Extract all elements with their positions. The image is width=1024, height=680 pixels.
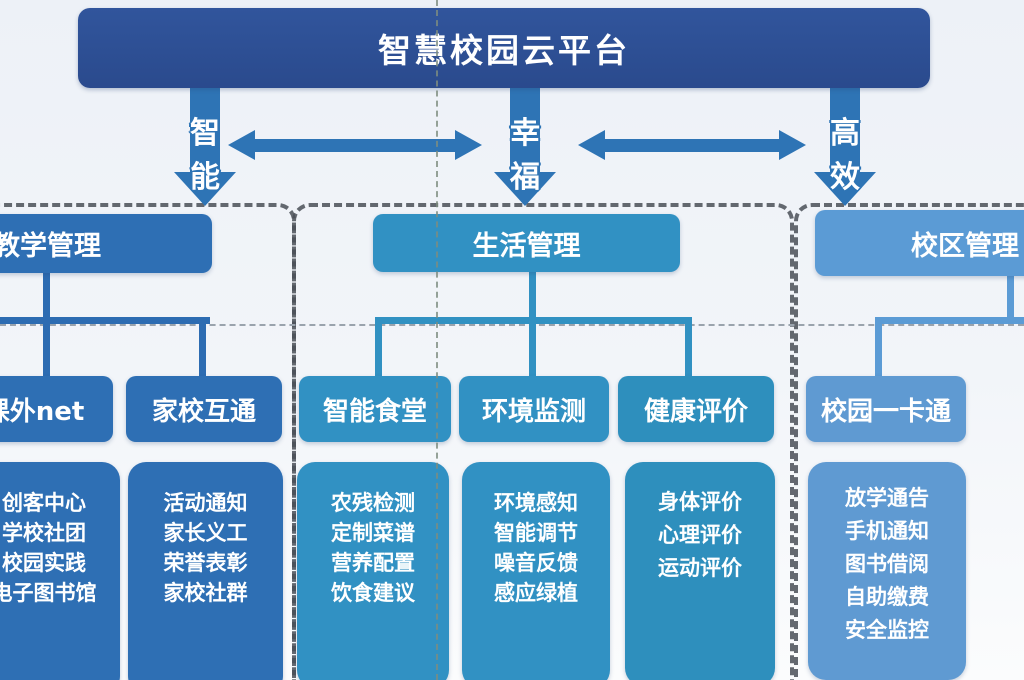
sub-box-campus-card: 校园一卡通 [806,376,966,442]
list-item: 智能调节 [494,521,578,545]
list-item: 荣誉表彰 [163,551,248,575]
list-item: 图书借阅 [845,552,929,576]
column-header-teaching: 教学管理 [0,214,212,273]
connector-line [685,317,692,378]
connector-line [199,317,206,378]
horizontal-guide-line [0,324,1024,326]
double-arrow-icon [604,139,780,152]
down-arrow-icon [174,172,236,206]
column-header-label: 生活管理 [472,230,581,262]
sub-box-kewai-net: 课外net [0,376,113,442]
column-header-label: 教学管理 [0,231,101,262]
detail-list-maker: 创客中心 学校社团 校园实践 电子图书馆 [0,462,120,680]
down-arrow-icon [494,172,556,206]
connector-line [875,317,882,378]
sub-box-smart-canteen: 智能食堂 [299,376,451,442]
sub-box-label: 健康评价 [643,396,748,427]
list-item: 定制菜谱 [331,521,415,545]
detail-list-canteen: 农残检测 定制菜谱 营养配置 饮食建议 [297,462,449,680]
list-item: 心理评价 [658,523,742,547]
list-item: 运动评价 [658,556,742,580]
double-arrow-icon [455,130,482,160]
list-item: 安全监控 [845,618,929,642]
list-item: 创客中心 [2,491,86,515]
flow-label-smart: 智能 [190,116,220,195]
down-arrow-icon [510,88,540,174]
down-arrow-icon [190,88,220,174]
down-arrow-icon [814,172,876,206]
list-item: 自助缴费 [845,585,929,609]
sub-box-label: 家校互通 [151,396,256,427]
double-arrow-icon [779,130,806,160]
list-item: 饮食建议 [331,581,415,605]
flow-label-efficient: 高效 [830,116,860,195]
list-item: 手机通知 [845,519,929,543]
sub-box-health-eval: 健康评价 [618,376,774,442]
list-item: 放学通告 [845,486,929,510]
double-arrow-icon [228,130,255,160]
connector-line [529,317,536,378]
connector-line [875,317,1024,324]
list-item: 感应绿植 [494,581,578,605]
sub-box-label: 课外net [0,396,85,427]
sub-box-label: 校园一卡通 [820,396,951,427]
list-item: 学校社团 [2,521,86,545]
detail-list-campus-card: 放学通告 手机通知 图书借阅 自助缴费 安全监控 [808,462,966,680]
list-item: 身体评价 [658,490,742,514]
sub-box-label: 环境监测 [481,396,586,427]
list-item: 家校社群 [163,581,248,605]
connector-line [43,272,50,378]
down-arrow-icon [830,88,860,174]
list-item: 农残检测 [331,491,415,515]
detail-list-health: 身体评价 心理评价 运动评价 [625,462,775,680]
sub-box-label: 智能食堂 [322,396,427,427]
detail-list-home-school: 活动通知 家长义工 荣誉表彰 家校社群 [128,462,283,680]
connector-line [375,317,382,378]
connector-line [0,317,210,324]
list-item: 家长义工 [163,521,248,545]
vertical-guide-line [436,0,438,680]
column-header-life: 生活管理 [373,214,680,272]
sub-box-env-monitor: 环境监测 [459,376,609,442]
column-group-campus [794,203,1024,680]
list-item: 噪音反馈 [494,551,578,575]
connector-line [529,270,536,322]
list-item: 电子图书馆 [0,581,97,605]
list-item: 校园实践 [2,551,86,575]
column-header-campus: 校区管理 [815,210,1024,276]
list-item: 营养配置 [331,551,415,575]
connector-line [1007,274,1014,320]
double-arrow-icon [254,139,456,152]
platform-title-banner: 智慧校园云平台 [78,8,930,88]
detail-list-environment: 环境感知 智能调节 噪音反馈 感应绿植 [462,462,610,680]
double-arrow-icon [578,130,605,160]
flow-label-happy: 幸福 [510,116,540,195]
sub-box-home-school: 家校互通 [126,376,282,442]
list-item: 活动通知 [163,491,248,515]
platform-title: 智慧校园云平台 [378,31,630,70]
list-item: 环境感知 [494,491,578,515]
column-header-label: 校区管理 [911,230,1019,262]
